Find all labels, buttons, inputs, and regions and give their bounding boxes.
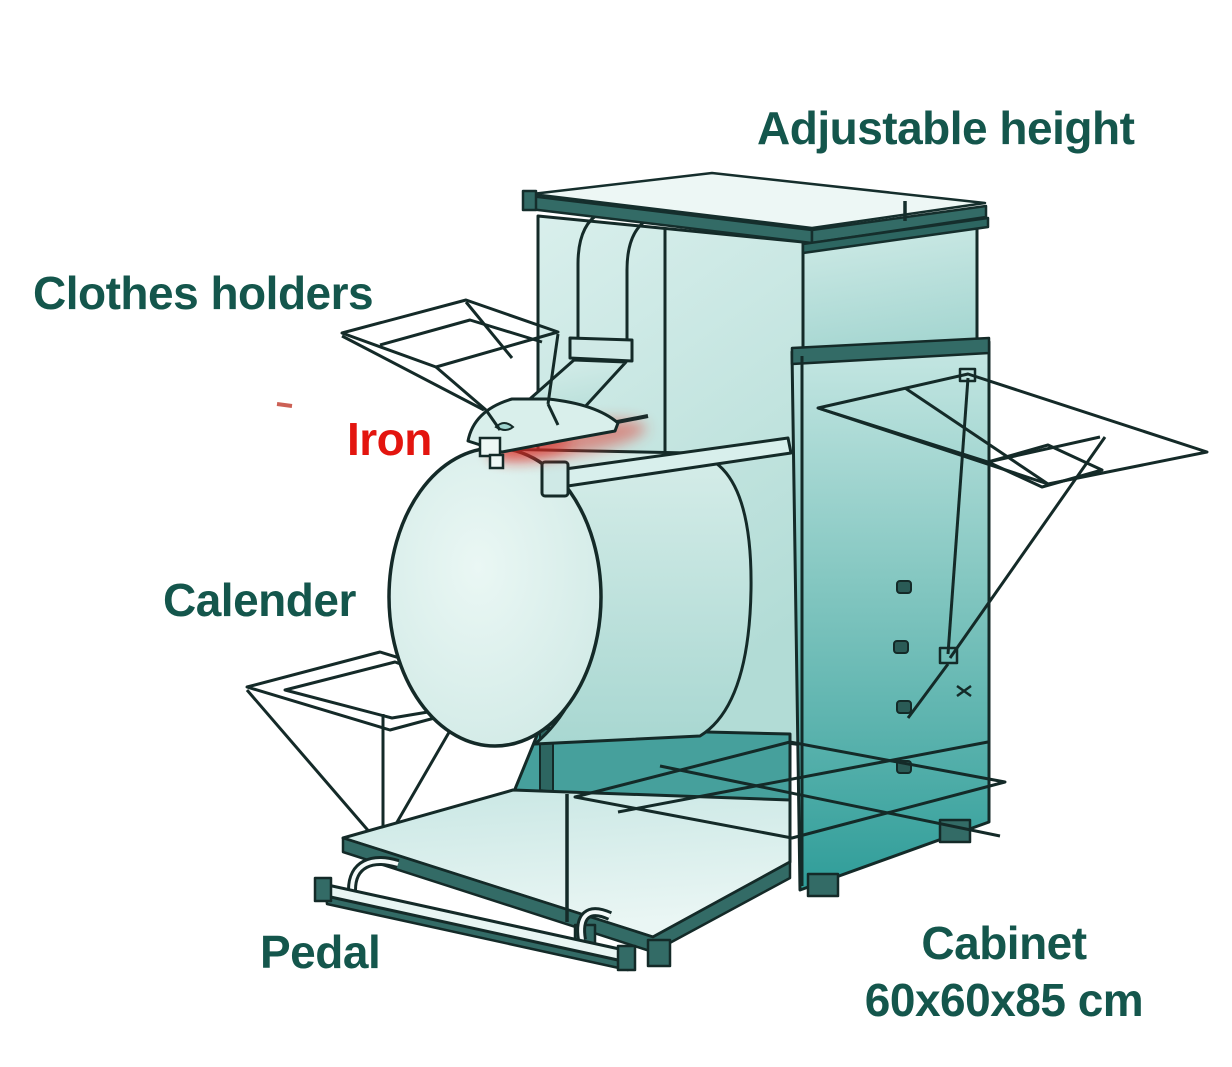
pedal-assembly <box>313 856 637 972</box>
label-cabinet: Cabinet <box>921 917 1087 969</box>
pedal-cap-right <box>616 944 637 972</box>
base-front-band <box>341 836 792 954</box>
height-panel-top-band <box>790 336 991 366</box>
clothes-holder-upper-left <box>340 298 560 431</box>
cabinet-top-slab <box>521 171 990 255</box>
iron-bracket <box>478 436 502 458</box>
iron-assembly <box>466 397 649 470</box>
iron-bracket-small <box>488 453 505 470</box>
top-slab-face <box>530 171 987 230</box>
label-pedal: Pedal <box>260 926 381 978</box>
pedal-hook-left-inner <box>350 859 399 891</box>
wire-fitting <box>938 646 959 665</box>
clothes-holder-right <box>573 367 1209 840</box>
pedal-hook-right-inner <box>579 910 611 941</box>
base-foot-right <box>646 938 672 968</box>
red-tick-artifact <box>276 402 293 408</box>
pedal-hook-left-outer <box>347 856 400 891</box>
label-iron: Iron <box>347 413 432 465</box>
drum-rail-clamp <box>540 460 570 498</box>
top-slab-substep <box>801 216 990 255</box>
calender-drum <box>387 436 793 748</box>
label-calender: Calender <box>163 574 356 626</box>
panel-knob-3 <box>896 700 912 714</box>
label-cabinet-dimensions: 60x60x85 cm <box>864 974 1144 1026</box>
iron-body <box>466 397 620 454</box>
label-cabinet-block: Cabinet 60x60x85 cm <box>828 920 1180 1023</box>
panel-knob-2 <box>893 640 909 654</box>
label-clothes-holders: Clothes holders <box>33 267 374 319</box>
base-platform <box>341 788 792 968</box>
pedal-cap-left <box>313 876 333 903</box>
duct-bracket <box>568 336 634 363</box>
label-adjustable-height: Adjustable height <box>757 102 1135 154</box>
panel-foot-left <box>806 872 840 898</box>
top-slab-band-right <box>810 204 988 245</box>
top-slab-left-notch <box>521 189 538 212</box>
panel-knob-1 <box>896 580 912 594</box>
panel-x-mark <box>956 684 972 698</box>
